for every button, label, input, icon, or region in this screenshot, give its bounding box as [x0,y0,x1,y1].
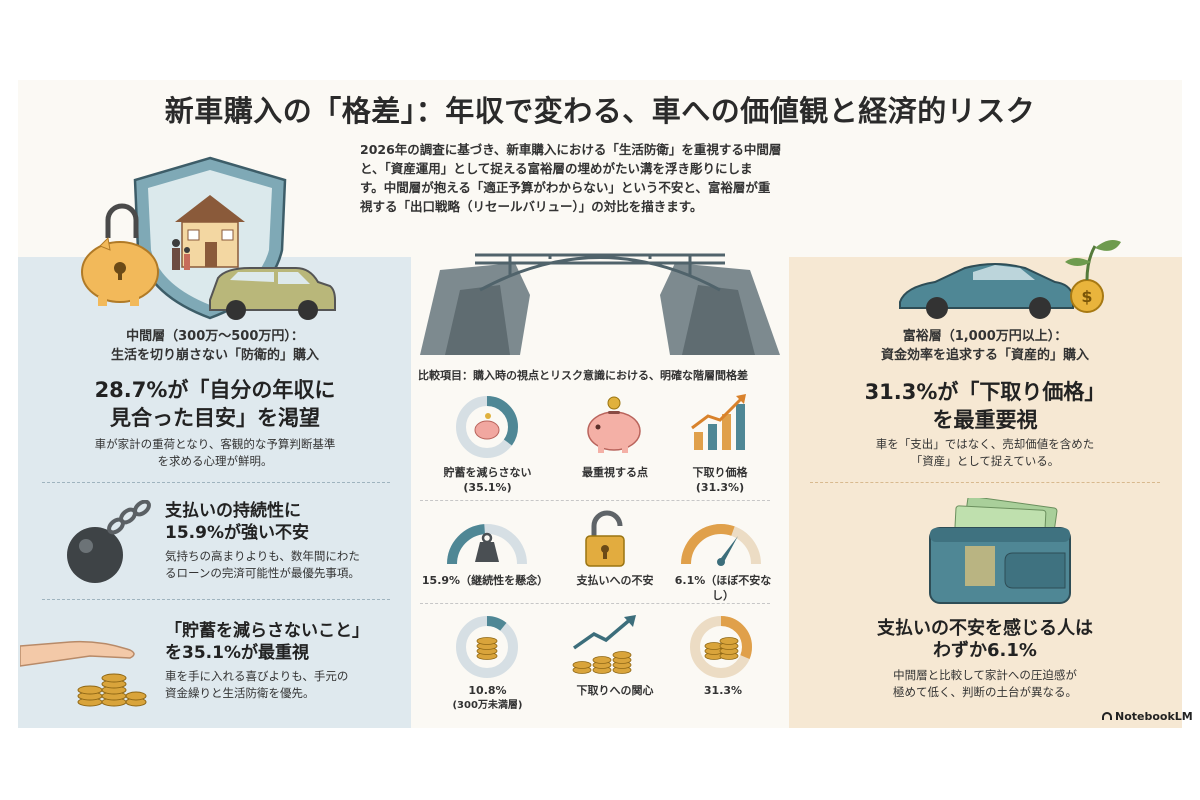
intro-line: と、「資産運用」として捉える富裕層の埋めがたい溝を浮き彫りにしま [360,161,753,176]
sustain-label: 15.9%（継続性を懸念） [421,574,549,587]
piggy-bank-icon [81,236,159,306]
cliff-left-icon [420,263,530,355]
middle-class-stat: 28.7%が「自分の年収に 見合った目安」を渇望 [20,376,410,432]
title-line: 「貯蓄を減らさないこと」 [165,621,369,641]
piggy-bank-icon [474,413,500,440]
label-line: 10.8% [468,684,507,697]
section-divider [42,599,390,600]
piggy-bank-icon [587,396,641,453]
car-icon [209,267,336,320]
text-line: 中間層と比較して家計への圧迫感が [893,668,1077,682]
heading-line: 富裕層（1,000万円以上）： [902,329,1068,344]
note-line: 車が家計の重荷となり、客観的な予算判断基準 [94,437,336,451]
section-divider [42,482,390,483]
stat-line: 31.3%が「下取り価格」 [864,380,1106,404]
title-line: 支払いの持続性に [165,501,301,521]
savings-gauge [456,396,518,458]
coin-icon: $ [1070,279,1104,313]
wealthy-note: 車を「支出」ではなく、売却価値を含めた 「資産」として捉えている。 [790,436,1180,470]
wallet-icon [929,498,1071,604]
tradein-gauge [690,616,752,678]
text-line: 極めて低く、判断の土台が異なる。 [893,685,1077,699]
sprout-icon [1065,240,1121,281]
intro-line: 2026年の調査に基づき、新車購入における「生活防衛」を重視する中間層 [360,142,782,157]
lock-icon [105,203,139,238]
tradein-interest-label: 下取りへの関心 [576,684,654,697]
text-line: るローンの完済可能性が最優先事項。 [165,566,360,580]
tradein-pct-label: 31.3% [703,684,743,697]
stat-line: を最重要視 [932,408,1038,432]
sustainability-title: 支払いの持続性に 15.9%が強い不安 [165,500,395,544]
title-line: 15.9%が強い不安 [165,523,309,543]
rising-bar-chart-icon [691,394,746,450]
wealthy-heading: 富裕層（1,000万円以上）： 資金効率を追求する「資産的」購入 [790,327,1180,365]
label-line: (31.3%) [695,481,745,494]
savings-text: 車を手に入れる喜びよりも、手元の 資金繰りと生活防衛を優先。 [165,668,400,702]
title-line: 支払いの不安を感じる人は [877,618,1093,639]
brand-name: NotebookLM [1115,710,1193,723]
intro-line: 視する「出口戦略（リセールバリュー）」の対比を描きます。 [360,199,703,214]
under3m-label: 10.8% (300万未満層) [425,683,550,713]
stat-line: 見合った目安」を渇望 [110,406,320,430]
wealthy-panel [789,257,1182,728]
safe-label: 6.1%（ほぼ不安なし） [674,574,772,602]
intro-line: す。中間層が抱える「適正予算がわからない」という不安と、富裕層が重 [360,180,771,195]
title-line: を35.1%が最重視 [165,643,309,663]
heading-line: 生活を切り崩さない「防衛的」購入 [110,348,319,363]
note-line: 「資産」として捉えている。 [910,454,1060,468]
heading-line: 中間層（300万〜500万円）： [126,329,304,344]
coin-stack-icon [704,637,739,660]
middle-class-note: 車が家計の重荷となり、客観的な予算判断基準 を求める心理が鮮明。 [20,436,410,470]
wealthy-illustration: $ [899,240,1121,319]
weight-icon [475,532,499,562]
tradein-label: 下取り価格 (31.3%) [665,465,775,495]
svg-text:$: $ [1081,287,1092,306]
label-line: 下取り価格 [692,466,748,479]
bridge-icon [475,253,725,292]
sustainability-text: 気持ちの高まりよりも、数年間にわた るローンの完済可能性が最優先事項。 [165,548,400,582]
savings-title: 「貯蓄を減らさないこと」 を35.1%が最重視 [165,620,405,664]
savings-label: 貯蓄を減らさない (35.1%) [425,465,550,495]
priority-label: 最重視する点 [582,466,648,479]
home-protection-illustration [81,156,336,320]
hand-coins-icon [20,640,147,707]
cliff-right-icon [660,263,780,355]
gauge-needle-icon [717,536,738,566]
row-divider [420,603,770,604]
page-title: 新車購入の「格差」：年収で変わる、車への価値観と経済的リスク [164,94,1036,128]
text-line: 気持ちの高まりよりも、数年間にわた [165,549,360,563]
unlocked-padlock-icon [585,510,625,567]
sustain-gauge [447,524,527,565]
ball-and-chain-icon [67,500,151,583]
low-anxiety-text: 中間層と比較して家計への圧迫感が 極めて低く、判断の土台が異なる。 [790,667,1180,701]
wealthy-stat: 31.3%が「下取り価格」 を最重要視 [790,378,1180,434]
title-line: わずか6.1% [933,640,1037,661]
text-line: 車を手に入れる喜びよりも、手元の [165,669,349,683]
row-divider [420,500,770,501]
coin-trend-icon [572,615,636,674]
label-line: (300万未満層) [452,700,523,711]
text-line: 資金繰りと生活防衛を優先。 [165,686,315,700]
low-anxiety-title: 支払いの不安を感じる人は わずか6.1% [790,618,1180,662]
label-line: (35.1%) [463,481,512,494]
note-line: を求める心理が鮮明。 [157,454,273,468]
safe-gauge [681,524,761,566]
comparison-title: 比較項目：購入時の視点とリスク意識における、明確な階層間格差 [418,369,748,382]
bridge-illustration [420,253,780,355]
brand-logo: NotebookLM [1102,710,1193,723]
note-line: 車を「支出」ではなく、売却価値を含めた [875,437,1095,451]
coin-stack-icon [476,637,498,660]
section-divider [810,482,1160,483]
intro-text: 2026年の調査に基づき、新車購入における「生活防衛」を重視する中間層 と、「資… [360,140,830,216]
sports-car-icon [899,263,1074,319]
label-line: 貯蓄を減らさない [443,466,532,479]
middle-class-heading: 中間層（300万〜500万円）： 生活を切り崩さない「防衛的」購入 [20,327,410,365]
house-icon [175,195,245,268]
under3m-gauge [456,616,518,678]
stat-line: 28.7%が「自分の年収に [94,378,336,402]
family-icon [172,239,190,270]
payment-anxiety-label: 支払いへの不安 [576,574,654,587]
heading-line: 資金効率を追求する「資産的」購入 [880,348,1089,363]
notebook-icon [1102,712,1112,720]
